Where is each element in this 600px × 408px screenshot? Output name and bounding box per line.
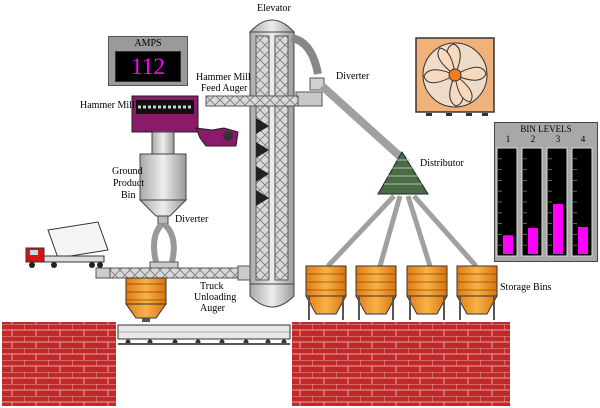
distributor-icon xyxy=(377,151,429,195)
elevator-boot xyxy=(237,265,251,281)
storage-bins-label: Storage Bins xyxy=(500,282,552,293)
bin-level-fill-4 xyxy=(578,226,588,254)
bin-level-fill-2 xyxy=(528,228,538,254)
ground-label-1: Ground xyxy=(112,166,143,177)
bin-levels-title: BIN LEVELS xyxy=(520,124,572,134)
storage-bins xyxy=(305,265,498,320)
ground-product-bin xyxy=(138,131,188,269)
ground-label-2: Product xyxy=(113,178,145,189)
ground-label-3: Bin xyxy=(121,190,136,201)
diverter-top-label: Diverter xyxy=(336,71,370,82)
truck-auger-label-2: Unloading xyxy=(194,292,237,303)
bin-level-fill-1 xyxy=(503,235,513,254)
amps-title: AMPS xyxy=(134,38,162,49)
hammer-mill-feed-auger xyxy=(205,95,299,107)
brick-wall-left xyxy=(2,322,116,406)
fan-icon[interactable] xyxy=(415,37,495,116)
truck-dump-hopper xyxy=(95,267,111,279)
diverter-low-label: Diverter xyxy=(175,214,209,225)
bin-levels-panel: BIN LEVELS 1 2 3 4 xyxy=(494,122,598,262)
storage-bin-2 xyxy=(355,265,397,320)
brick-wall-right xyxy=(292,322,510,406)
hammer-mill-label: Hammer Mill xyxy=(80,100,135,111)
bin-number-1: 1 xyxy=(505,134,511,144)
bin-number-3: 3 xyxy=(555,134,561,144)
truck-icon xyxy=(25,221,109,268)
truck-unloading-auger xyxy=(109,267,251,279)
hm-feed-auger-label-1: Hammer Mill xyxy=(196,72,251,83)
truck-auger-label-1: Truck xyxy=(200,281,224,292)
truck-auger-label-3: Auger xyxy=(200,303,225,314)
amps-readout: 112 xyxy=(115,51,181,82)
bin-level-gauges xyxy=(496,147,593,257)
elevator xyxy=(248,19,296,308)
distributor-chute xyxy=(319,83,407,163)
distributor-label: Distributor xyxy=(420,158,464,169)
storage-bin-3 xyxy=(406,265,448,320)
rail-loadout-hopper xyxy=(125,277,167,322)
hm-feed-auger-label-2: Feed Auger xyxy=(201,83,248,94)
bin-feed-pipes xyxy=(326,194,478,268)
storage-bin-4 xyxy=(456,265,498,320)
rail-car-icon xyxy=(117,324,291,345)
amps-meter: AMPS 112 xyxy=(108,36,188,86)
hammer-mill-icon xyxy=(131,95,239,147)
elevator-label: Elevator xyxy=(257,3,291,14)
bin-gauge-1 xyxy=(496,147,518,257)
storage-bin-1 xyxy=(305,265,347,320)
bin-number-2: 2 xyxy=(530,134,536,144)
bin-number-4: 4 xyxy=(580,134,586,144)
bin-level-fill-3 xyxy=(553,204,563,254)
diverter-top xyxy=(290,34,325,107)
